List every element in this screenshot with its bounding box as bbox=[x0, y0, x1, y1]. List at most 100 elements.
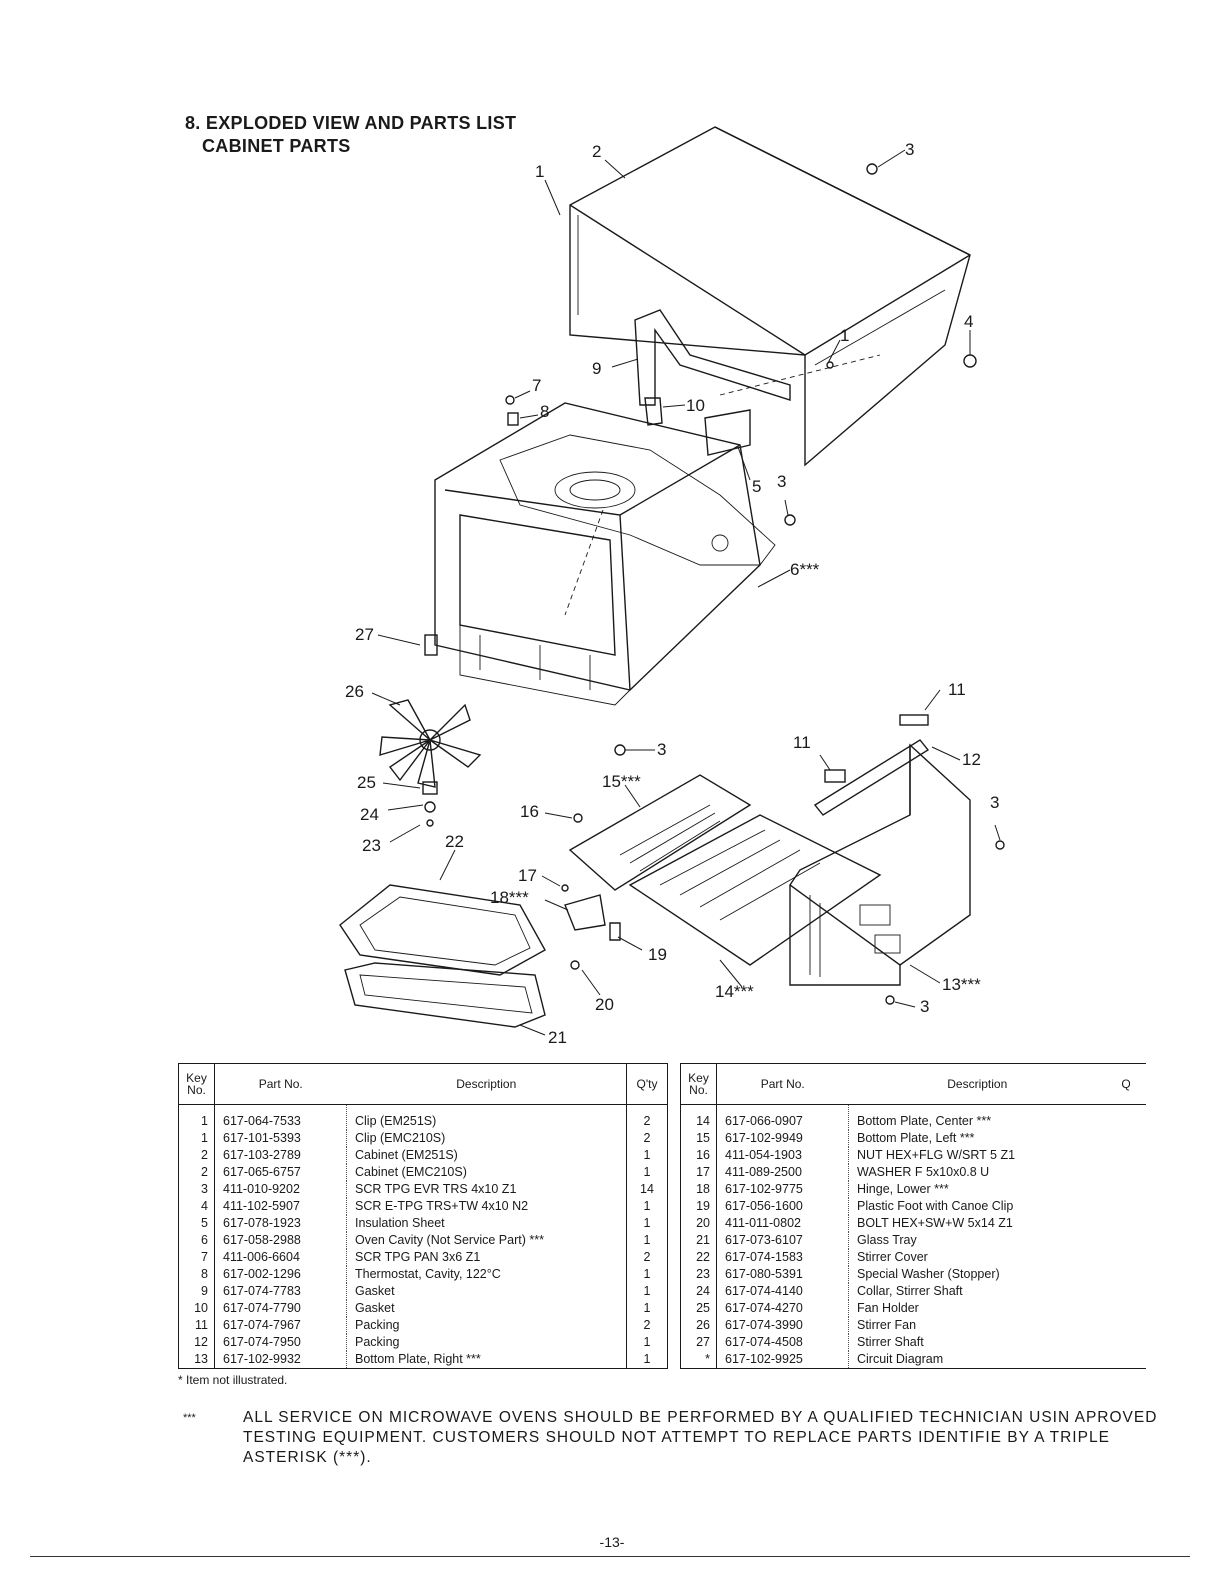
qty-cell bbox=[1106, 1198, 1146, 1215]
part-no-cell: 617-058-2988 bbox=[214, 1232, 347, 1249]
part-no-cell: 617-101-5393 bbox=[214, 1130, 347, 1147]
part-no-cell: 617-102-9949 bbox=[716, 1130, 849, 1147]
key-no-cell: 6 bbox=[178, 1232, 215, 1249]
screw-part bbox=[995, 840, 1005, 850]
description-cell: BOLT HEX+SW+W 5x14 Z1 bbox=[857, 1216, 1013, 1230]
qty-cell: 1 bbox=[626, 1198, 668, 1215]
callout-13: 13*** bbox=[942, 975, 981, 994]
part-no-cell: 411-011-0802 bbox=[716, 1215, 849, 1232]
description-cell: Fan Holder bbox=[857, 1301, 919, 1315]
callout-22: 22 bbox=[445, 832, 464, 851]
key-no-cell: 26 bbox=[680, 1317, 717, 1334]
qty-cell: 2 bbox=[626, 1317, 668, 1334]
callout-23: 23 bbox=[362, 836, 381, 855]
qty-cell: 1 bbox=[626, 1351, 668, 1369]
packing-top-part bbox=[899, 714, 929, 726]
thermostat-part bbox=[507, 412, 519, 426]
collar-part bbox=[424, 801, 436, 813]
part-no-cell: 411-010-9202 bbox=[214, 1181, 347, 1198]
callout-1: 1 bbox=[535, 162, 544, 181]
stirrer-cover-part bbox=[339, 884, 546, 976]
qty-cell: 1 bbox=[626, 1232, 668, 1249]
callout-27: 27 bbox=[355, 625, 374, 644]
screw-part bbox=[784, 514, 796, 526]
key-no-cell: 2 bbox=[178, 1164, 215, 1181]
stirrer-shaft-part bbox=[424, 634, 438, 656]
part-no-cell: 617-074-7790 bbox=[214, 1300, 347, 1317]
part-no-cell: 617-074-7783 bbox=[214, 1283, 347, 1300]
callout-5: 5 bbox=[752, 477, 761, 496]
callout-8: 8 bbox=[540, 402, 549, 421]
description-cell: Packing bbox=[355, 1335, 400, 1349]
footnote: * Item not illustrated. bbox=[178, 1373, 288, 1387]
key-no-cell: 24 bbox=[680, 1283, 717, 1300]
gasket-part bbox=[634, 309, 791, 406]
qty-cell: 2 bbox=[626, 1130, 668, 1147]
qty-cell bbox=[1106, 1351, 1146, 1369]
qty-cell: 2 bbox=[626, 1104, 668, 1130]
qty-cell bbox=[1106, 1105, 1146, 1131]
key-no-cell: 25 bbox=[680, 1300, 717, 1317]
special-washer-part bbox=[426, 819, 434, 827]
key-no-cell: 1 bbox=[178, 1130, 215, 1147]
description-cell: Clip (EMC210S) bbox=[355, 1131, 446, 1145]
oven-cavity-part bbox=[434, 402, 776, 706]
callout-20: 20 bbox=[595, 995, 614, 1014]
packing-long-part bbox=[813, 739, 930, 816]
key-no-cell: 13 bbox=[178, 1351, 215, 1369]
qty-cell bbox=[1106, 1300, 1146, 1317]
gasket-small-part bbox=[644, 397, 663, 426]
description-cell: Oven Cavity (Not Service Part) *** bbox=[355, 1233, 544, 1247]
callout-3: 3 bbox=[920, 997, 929, 1016]
glass-tray-part bbox=[344, 962, 546, 1028]
callout-9: 9 bbox=[592, 359, 601, 378]
description-cell: Bottom Plate, Right *** bbox=[355, 1352, 481, 1366]
qty-cell: 1 bbox=[626, 1334, 668, 1351]
fan-holder-part bbox=[422, 781, 438, 795]
description-cell: Bottom Plate, Left *** bbox=[857, 1131, 975, 1145]
description-cell: Collar, Stirrer Shaft bbox=[857, 1284, 963, 1298]
qty-header: Q bbox=[1106, 1063, 1146, 1105]
callout-2: 2 bbox=[592, 142, 601, 161]
part-no-cell: 617-074-3990 bbox=[716, 1317, 849, 1334]
key-no-cell: 5 bbox=[178, 1215, 215, 1232]
part-no-cell: 617-102-9932 bbox=[214, 1351, 347, 1369]
description-cell: Bottom Plate, Center *** bbox=[857, 1114, 992, 1128]
part-no-cell: 617-074-7950 bbox=[214, 1334, 347, 1351]
description-cell: Stirrer Fan bbox=[857, 1318, 917, 1332]
part-no-cell: 617-074-4140 bbox=[716, 1283, 849, 1300]
clip-part bbox=[826, 361, 834, 369]
part-no-cell: 617-074-4270 bbox=[716, 1300, 849, 1317]
key-no-cell: 9 bbox=[178, 1283, 215, 1300]
callout-11: 11 bbox=[948, 680, 966, 699]
description-header: Description bbox=[346, 1063, 627, 1105]
bolt-part bbox=[570, 960, 580, 970]
section-subtitle: CABINET PARTS bbox=[202, 136, 351, 156]
key-no-cell: 12 bbox=[178, 1334, 215, 1351]
washer-part bbox=[561, 884, 569, 892]
part-no-cell: 411-006-6604 bbox=[214, 1249, 347, 1266]
key-no-cell: * bbox=[680, 1351, 717, 1369]
key-no-cell: 19 bbox=[680, 1198, 717, 1215]
key-no-header: Key No. bbox=[178, 1063, 215, 1105]
